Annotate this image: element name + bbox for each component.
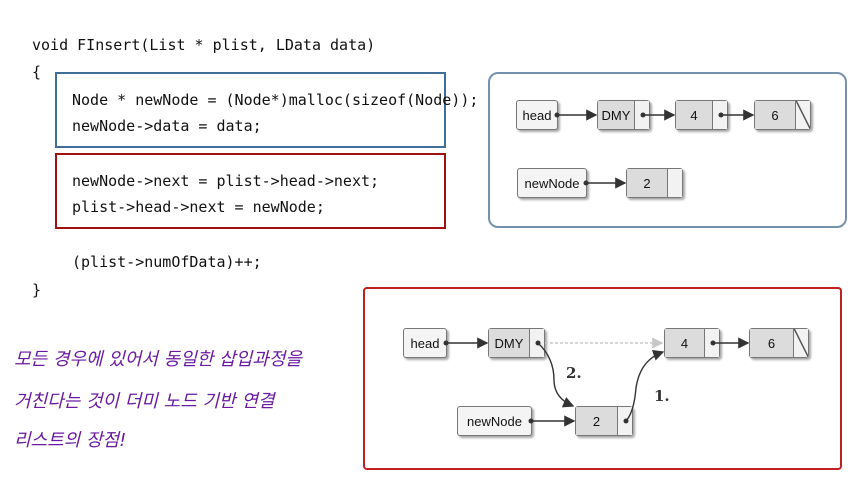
newnode-label-bottom: newNode [467, 413, 522, 429]
link-code-box [55, 153, 446, 229]
allocation-code-box [55, 72, 446, 148]
code-line-increment: (plist->numOfData)++; [72, 253, 262, 271]
newnode-pointer-bottom: newNode [457, 406, 532, 436]
top-arrows [554, 109, 755, 189]
new-node-2-bottom-value: 2 [576, 407, 617, 435]
bottom-arrows [443, 337, 750, 427]
node-6-bottom-null [793, 329, 808, 357]
note-line-2: 거친다는 것이 더미 노드 기반 연결 [14, 391, 275, 412]
node-4-bottom-value: 4 [665, 329, 704, 357]
head-label-bottom: head [410, 335, 440, 351]
step-2-label: 2. [566, 364, 582, 382]
after-insert-diagram [363, 287, 842, 470]
node-6-bottom-value: 6 [750, 329, 793, 357]
note-line-1: 모든 경우에 있어서 동일한 삽입과정을 [14, 349, 302, 370]
new-node-2-top-value: 2 [627, 169, 667, 197]
node-6-top-null [795, 101, 810, 129]
before-insert-diagram [488, 72, 847, 228]
new-node-2-bottom: 2 [575, 406, 633, 436]
node-6-top-value: 6 [755, 101, 795, 129]
new-node-2-top: 2 [626, 168, 683, 198]
step-1-label: 1. [654, 387, 670, 405]
function-signature: void FInsert(List * plist, LData data) [32, 36, 376, 54]
note-line-3: 리스트의 장점! [14, 430, 127, 451]
close-brace: } [32, 281, 42, 299]
arrow-step2-dummy-to-newnode [537, 342, 575, 408]
node-6-bottom: 6 [749, 328, 809, 358]
arrow-step1-newnode-to-4 [625, 349, 665, 422]
dummy-node-top-value: DMY [598, 101, 634, 129]
new-node-2-top-next [667, 169, 682, 197]
head-pointer-bottom: head [403, 328, 447, 358]
dummy-node-bottom-value: DMY [489, 329, 529, 357]
dummy-node-top: DMY [597, 100, 650, 130]
code-line-link-head: plist->head->next = newNode; [72, 198, 325, 216]
open-brace: { [32, 63, 42, 81]
newnode-label-top: newNode [524, 175, 580, 191]
head-label-top: head [522, 107, 552, 123]
code-line-set-next: newNode->next = plist->head->next; [72, 172, 380, 190]
head-pointer-top: head [516, 100, 558, 130]
code-line-malloc: Node * newNode = (Node*)malloc(sizeof(No… [72, 91, 479, 109]
code-line-assign-data: newNode->data = data; [72, 117, 262, 135]
node-6-top: 6 [754, 100, 811, 130]
newnode-pointer-top: newNode [517, 168, 587, 198]
node-4-top-value: 4 [676, 101, 712, 129]
dummy-node-bottom: DMY [488, 328, 545, 358]
